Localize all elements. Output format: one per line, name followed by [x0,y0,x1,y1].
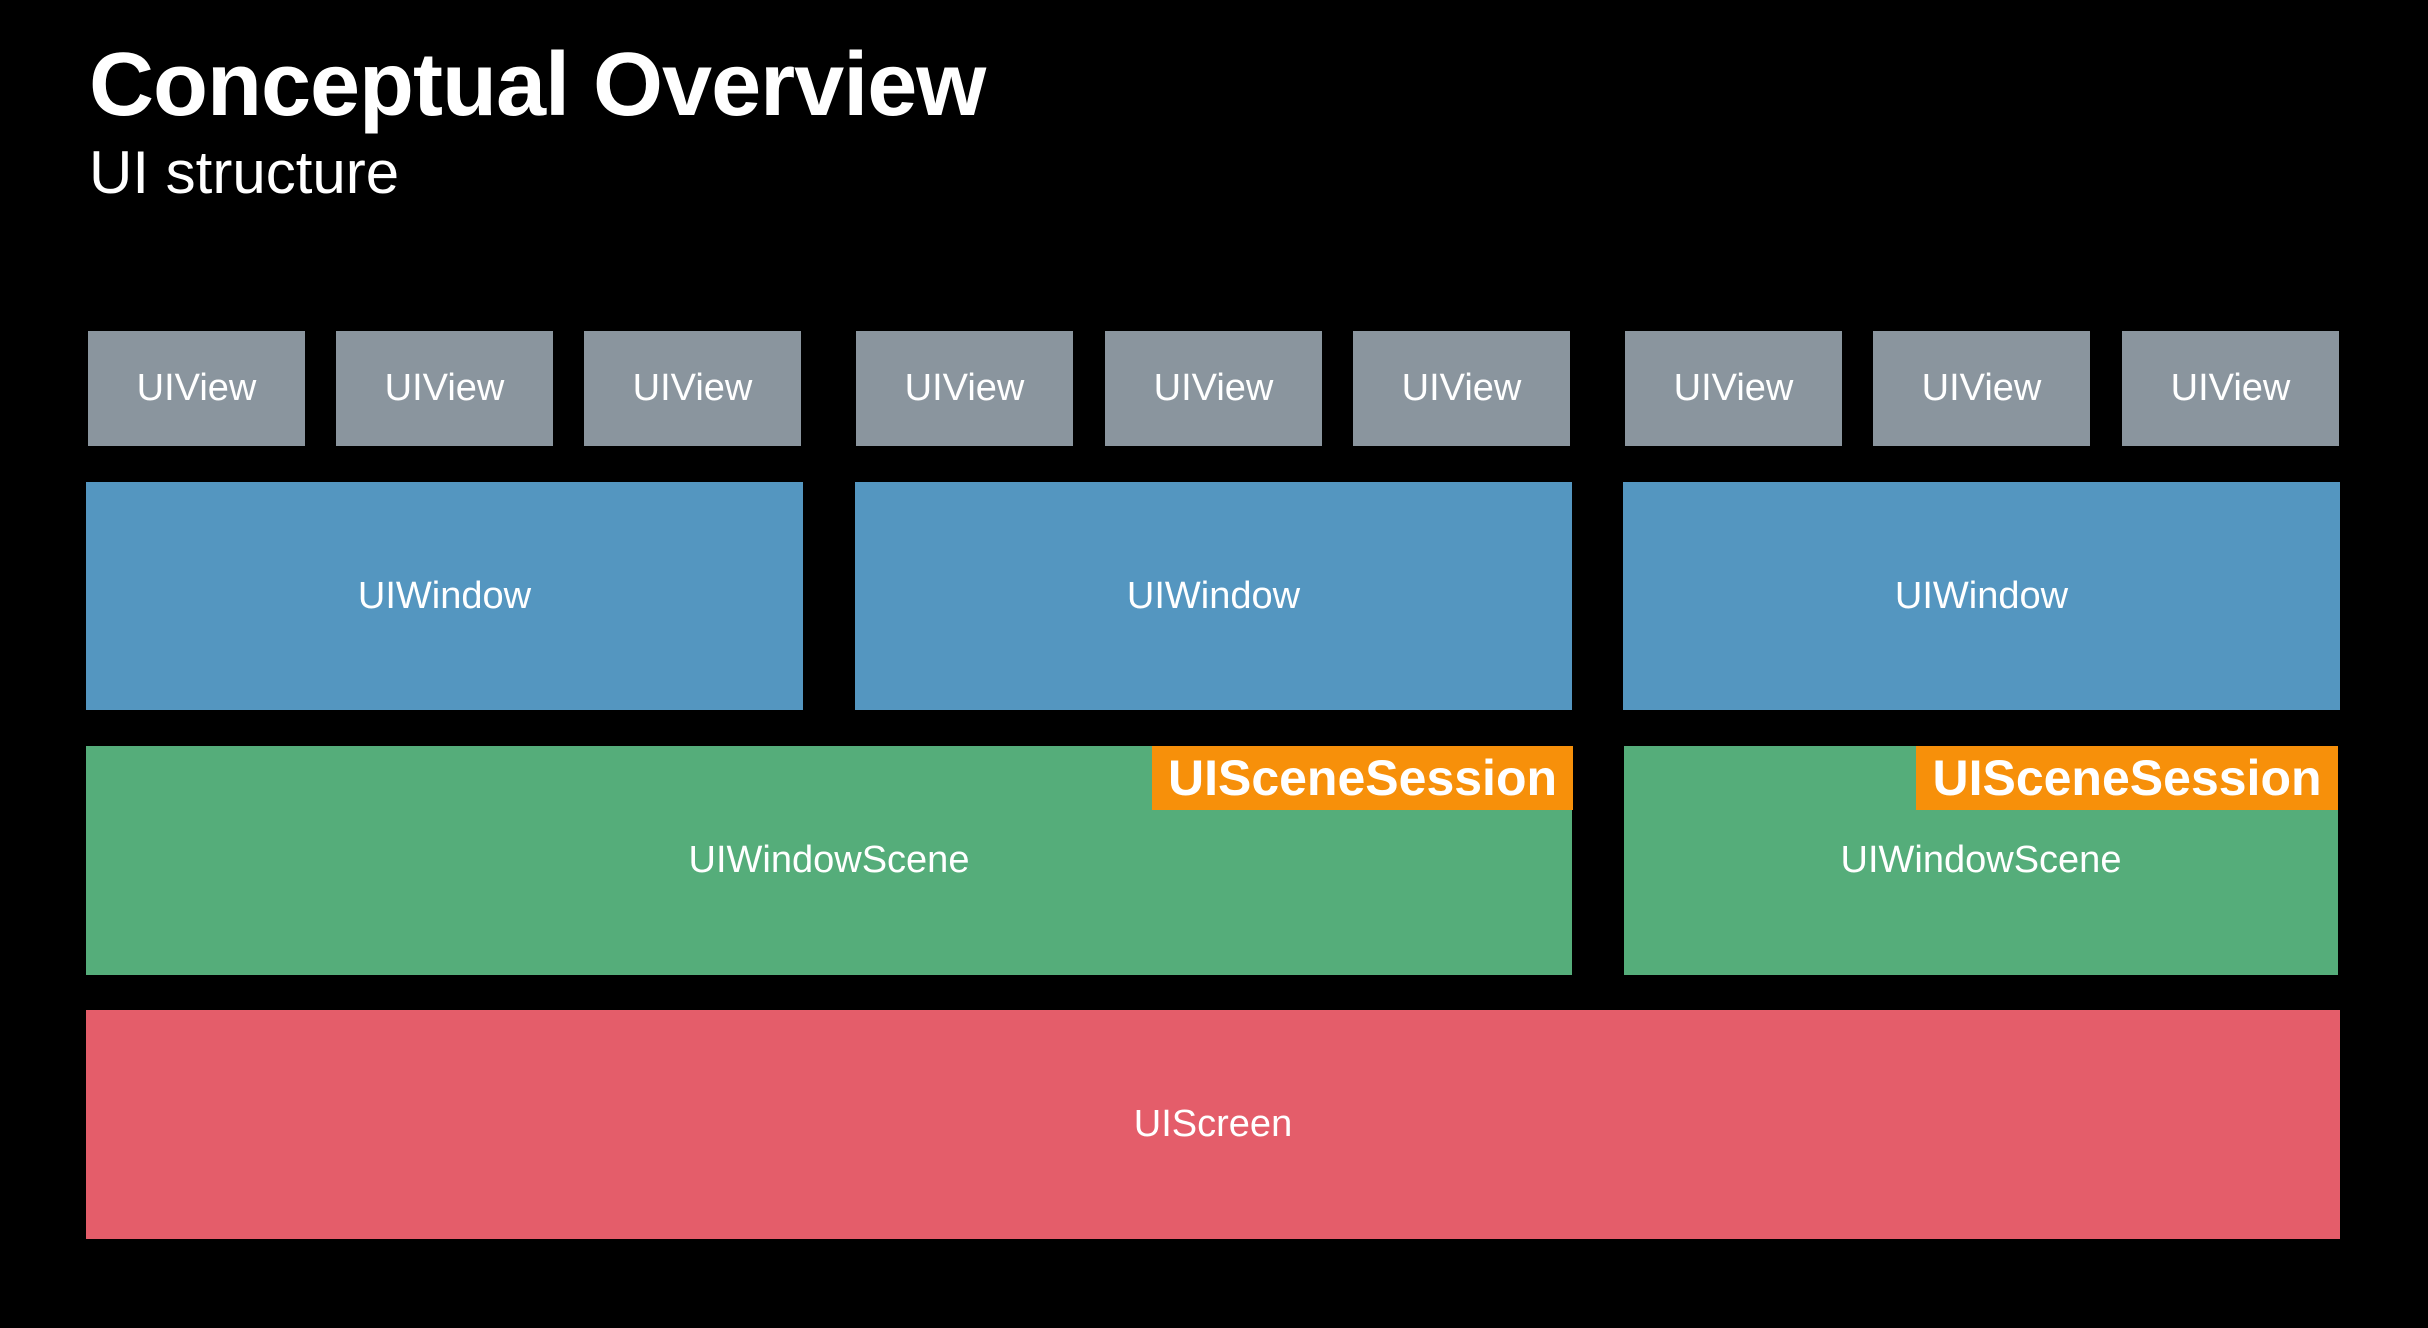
uiview-box-4: UIView [856,331,1073,446]
uiwindow-box-1: UIWindow [86,482,803,710]
uiview-box-9: UIView [2122,331,2339,446]
slide-subtitle: UI structure [89,139,400,206]
uiview-box-3: UIView [584,331,801,446]
uiscenesession-badge-1: UISceneSession [1152,746,1573,810]
slide-title: Conceptual Overview [89,35,986,135]
uiview-box-1: UIView [88,331,305,446]
uiview-box-8: UIView [1873,331,2090,446]
uiwindow-box-2: UIWindow [855,482,1572,710]
uiview-box-6: UIView [1353,331,1570,446]
uiscreen-box: UIScreen [86,1010,2340,1239]
uiview-box-7: UIView [1625,331,1842,446]
uiview-box-2: UIView [336,331,553,446]
uiwindow-box-3: UIWindow [1623,482,2340,710]
uiview-box-5: UIView [1105,331,1322,446]
uiscenesession-badge-2: UISceneSession [1916,746,2338,810]
